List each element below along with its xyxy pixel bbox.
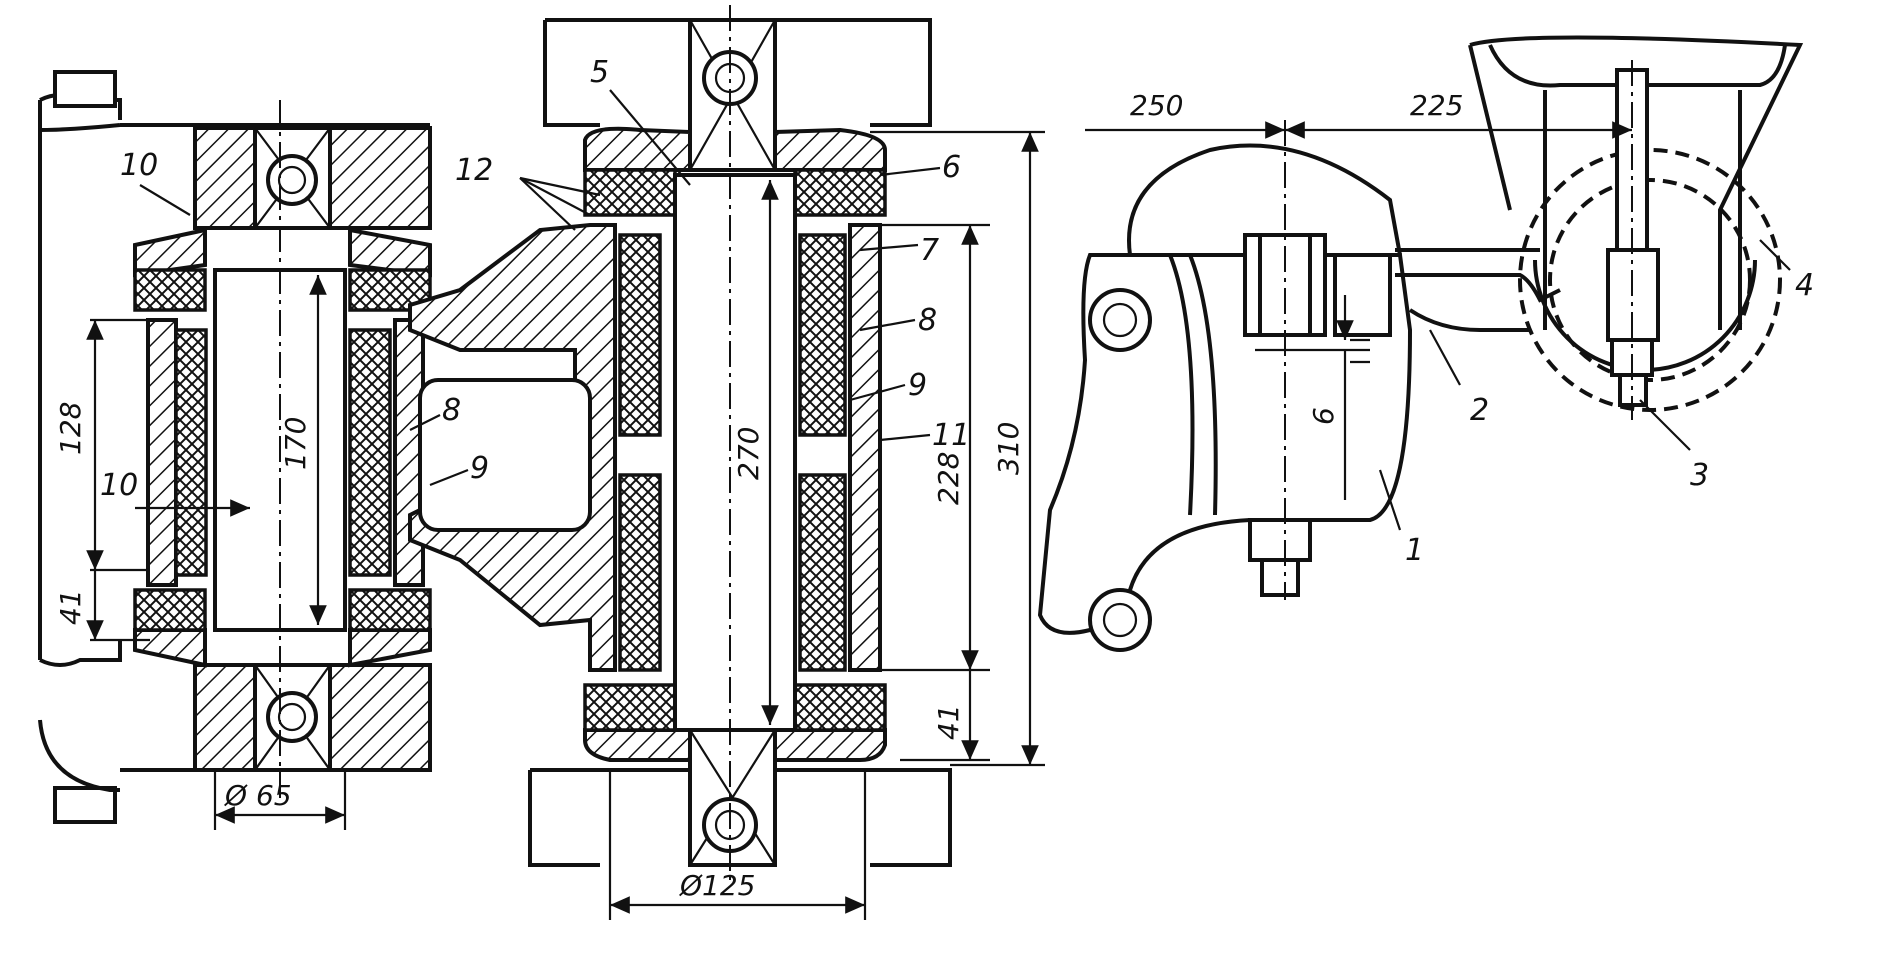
eye-bolt-bottom [1088, 588, 1152, 652]
dim-310: 310 [992, 422, 1025, 475]
arm-window [418, 378, 592, 532]
eye-bolt-top [1088, 288, 1152, 352]
middle-section-view [408, 5, 952, 880]
frame-curve-top [39, 123, 121, 132]
label-12: 12 [455, 153, 493, 188]
clamp-block-tr [328, 126, 432, 230]
label-9-right: 9 [908, 368, 927, 403]
rubber-insert-left [174, 328, 208, 577]
frame-outline-left [38, 93, 122, 660]
clamp-block-bl [193, 663, 257, 772]
dim-41-left: 41 [54, 589, 87, 625]
label-5: 5 [590, 55, 609, 90]
rubber-insert-mid-r1 [798, 233, 847, 437]
rubber-insert-right [348, 328, 392, 577]
plate-6 [1333, 253, 1392, 337]
label-3: 3 [1690, 458, 1709, 493]
label-2: 2 [1470, 393, 1489, 428]
bolt-circle-bottom-left [266, 691, 318, 743]
flange-mid-tr [773, 127, 887, 172]
nut-bottom [1248, 518, 1312, 562]
dimension-lines [86, 89, 1791, 920]
label-8-right: 8 [918, 303, 937, 338]
flange-mid-bl [583, 728, 692, 762]
clamp-block-tl [193, 126, 257, 230]
label-4: 4 [1795, 268, 1814, 303]
label-1: 1 [1405, 533, 1424, 568]
labels: 10 10 12 5 6 7 8 9 11 8 9 1 2 3 4 128 41… [54, 55, 1814, 902]
dim-228: 228 [932, 452, 965, 505]
left-section-view [38, 70, 432, 824]
rubber-ring-mid-bl [583, 683, 677, 732]
dim-225: 225 [1410, 89, 1463, 122]
label-6-mid: 6 [942, 150, 961, 185]
dim-250: 250 [1130, 89, 1183, 122]
rubber-insert-mid-l2 [618, 473, 662, 672]
label-7: 7 [920, 233, 939, 268]
dim-128: 128 [54, 402, 87, 455]
outer-sleeve-left [146, 318, 178, 587]
dim-65: Ø 65 [224, 779, 292, 812]
dim-125: Ø125 [679, 869, 755, 902]
label-8-left: 8 [442, 393, 461, 428]
bolt-circle-top-left [266, 154, 318, 206]
wheel-dashed-inner [1548, 178, 1752, 382]
flange-br [348, 628, 432, 668]
body-1-arc [1127, 143, 1402, 256]
flange-tl [133, 227, 207, 278]
label-9-left: 9 [470, 451, 489, 486]
flange-mid-br [773, 728, 887, 762]
rubber-ring-mid-br [793, 683, 887, 732]
flange-mid-tl [583, 126, 692, 172]
label-10-top: 10 [120, 148, 158, 183]
frame-outline-left-bottom [39, 640, 122, 667]
right-assembly-view [1037, 35, 1804, 652]
rubber-insert-mid-l1 [618, 233, 662, 437]
rubber-ring-tl [133, 268, 207, 312]
rubber-insert-mid-r2 [798, 473, 847, 672]
rubber-ring-bl [133, 588, 207, 632]
dim-6: 6 [1307, 407, 1340, 425]
rubber-ring-br [348, 588, 432, 632]
dim-41-mid: 41 [932, 704, 965, 740]
bolt-head-top-left [53, 70, 117, 108]
nut-bottom-tip [1260, 558, 1300, 597]
dim-270: 270 [732, 427, 765, 480]
flange-bl [133, 628, 207, 668]
rubber-ring-mid-tl [583, 168, 677, 217]
outer-sleeve-mid-right [848, 223, 882, 672]
clamp-block-br [328, 663, 432, 772]
link-2 [1395, 248, 1561, 303]
label-11: 11 [932, 418, 970, 453]
label-10-mid: 10 [100, 468, 138, 503]
dim-170: 170 [279, 417, 312, 470]
bolt-head-bottom-left [53, 786, 117, 824]
frame-curve-bottom [38, 719, 120, 792]
rubber-ring-mid-tr [793, 168, 887, 217]
